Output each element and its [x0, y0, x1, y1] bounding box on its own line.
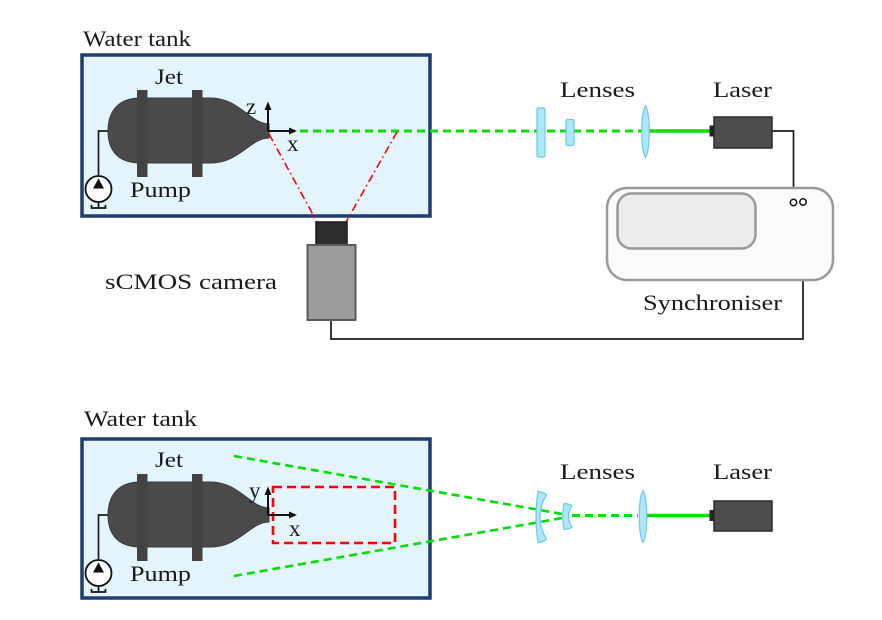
axes-bottom: y x: [249, 478, 301, 541]
lens-convex-bottom: [638, 489, 648, 544]
jet-clamp-right-top: [192, 90, 203, 177]
laser-box-top: [713, 116, 773, 149]
pump-icon-top: [84, 175, 113, 209]
y-axis-label: y: [249, 478, 261, 503]
beam-spread-upper: [233, 454, 569, 517]
z-axis-arrow-icon: [264, 101, 272, 110]
pump-icon-bottom: [84, 559, 113, 593]
x-axis-arrow-icon: [289, 127, 297, 135]
synchroniser: [605, 186, 835, 282]
jet-clamp-left-bottom: [137, 474, 148, 561]
synchroniser-screen: [616, 192, 757, 250]
camera-lens-mount: [315, 221, 348, 246]
synchroniser-label: Synchroniser: [643, 290, 783, 315]
lens-group-bottom: [535, 489, 648, 544]
lenses-label-bottom: Lenses: [560, 459, 635, 484]
x-axis-label-bottom: x: [289, 516, 301, 541]
pump-label-top: Pump: [130, 177, 191, 202]
pump-pipe-bottom: [97, 514, 110, 560]
lens-concave-small-bottom: [562, 502, 573, 531]
lens-convex-top: [641, 104, 650, 159]
lens-flat-large-top: [536, 107, 546, 158]
lenses-label-top: Lenses: [560, 77, 635, 102]
laser-box-bottom: [713, 500, 773, 532]
x-axis-label-top: x: [287, 131, 299, 156]
camera-body: [306, 244, 357, 321]
pump-label-bottom: Pump: [130, 561, 191, 586]
laser-label-bottom: Laser: [713, 459, 773, 484]
water-tank-label-bottom: Water tank: [84, 406, 197, 431]
camera-ray-left-icon: [268, 133, 318, 223]
lens-concave-large-bottom: [535, 490, 548, 544]
camera-label: sCMOS camera: [105, 269, 277, 294]
y-axis-arrow-icon: [264, 486, 272, 495]
top-panel-side-view: Water tank Jet Pump z x: [80, 26, 835, 340]
water-tank-label-top: Water tank: [83, 26, 191, 51]
axes-top: z x: [246, 94, 299, 156]
jet-clamp-left-top: [137, 90, 148, 177]
jet-body-top: [107, 97, 270, 164]
bottom-panel-top-view: Water tank Jet Pump y x: [80, 406, 773, 600]
laser-label-top: Laser: [713, 77, 773, 102]
sync-terminal-left-icon: [789, 198, 798, 207]
laser-aperture-top: [709, 125, 715, 137]
lens-group-top: [536, 104, 650, 159]
laser-sync-wire: [772, 130, 795, 199]
jet-label-bottom: Jet: [155, 447, 183, 472]
beam-spread-lower: [233, 515, 569, 578]
pump-pipe-top: [97, 130, 110, 176]
jet-clamp-right-bottom: [192, 474, 203, 561]
jet-label-top: Jet: [155, 64, 183, 89]
z-axis-label: z: [246, 94, 256, 119]
sync-terminal-right-icon: [799, 198, 807, 206]
laser-aperture-bottom: [709, 510, 715, 521]
x-axis-arrow-bottom-icon: [289, 511, 297, 519]
camera-ray-right-icon: [345, 131, 398, 223]
jet-body-bottom: [107, 481, 270, 548]
lens-flat-small-top: [565, 118, 575, 147]
